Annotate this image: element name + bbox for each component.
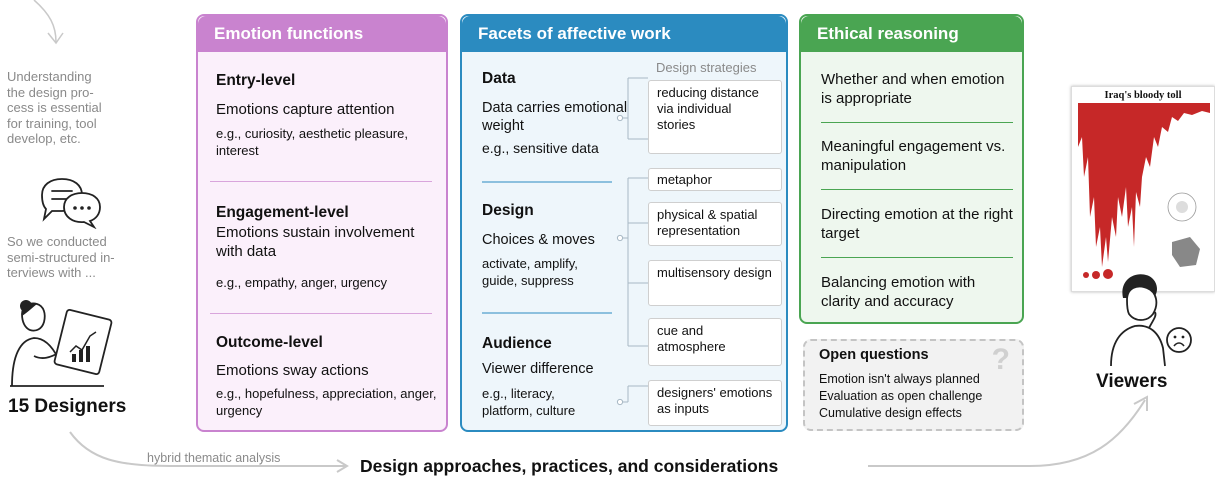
entry-level-title: Entry-level bbox=[216, 72, 296, 89]
open-questions-list: Emotion isn't always planned Evaluation … bbox=[819, 371, 982, 422]
outcome-level-title: Outcome-level bbox=[216, 334, 323, 351]
design-strategies-label: Design strategies bbox=[656, 60, 757, 75]
facets-panel: Facets of affective work Design strategi… bbox=[460, 14, 788, 432]
emotion-functions-panel: Emotion functions Entry-level Emotions c… bbox=[196, 14, 448, 432]
emotion-functions-header: Emotion functions bbox=[198, 16, 446, 52]
strategy-box: reducing distance via individual stories bbox=[648, 80, 782, 154]
strategy-box: cue and atmosphere bbox=[648, 318, 782, 366]
outcome-label: Design approaches, practices, and consid… bbox=[360, 456, 779, 476]
thumbnail-drip-chart bbox=[1078, 103, 1210, 279]
design-facet-moves: activate, amplify, guide, suppress bbox=[482, 256, 578, 288]
ethics-item: Directing emotion at the right target bbox=[821, 206, 1013, 242]
thumbnail-title: Iraq's bloody toll bbox=[1104, 90, 1182, 101]
question-mark-icon: ? bbox=[991, 343, 1010, 376]
chat-bubbles-icon bbox=[41, 178, 101, 229]
top-entry-arrow bbox=[33, 0, 57, 43]
audience-facet-title: Audience bbox=[482, 335, 552, 352]
ethics-item: Whether and when emotion is appropriate bbox=[821, 71, 1005, 107]
viewer-illustration bbox=[1110, 274, 1192, 367]
divider bbox=[821, 122, 1013, 123]
open-question-item: Emotion isn't always planned bbox=[819, 372, 980, 386]
open-question-item: Evaluation as open challenge bbox=[819, 389, 983, 403]
facets-header: Facets of affective work bbox=[462, 16, 786, 52]
data-facet-example: e.g., sensitive data bbox=[482, 140, 599, 156]
ethical-reasoning-header: Ethical reasoning bbox=[801, 16, 1022, 52]
divider bbox=[821, 189, 1013, 190]
designer-illustration bbox=[10, 300, 113, 387]
design-facet-title: Design bbox=[482, 202, 534, 219]
viewers-label: Viewers bbox=[1096, 371, 1168, 392]
entry-level-examples: e.g., curiosity, aesthetic pleasure, int… bbox=[216, 126, 408, 158]
open-questions-box: Open questions ? Emotion isn't always pl… bbox=[803, 339, 1024, 431]
outcome-level-desc: Emotions sway actions bbox=[216, 362, 369, 379]
ethics-item: Meaningful engagement vs. manipulation bbox=[821, 138, 1006, 174]
data-facet-title: Data bbox=[482, 70, 516, 87]
designers-label: 15 Designers bbox=[8, 396, 127, 417]
divider bbox=[821, 257, 1013, 258]
entry-level-desc: Emotions capture attention bbox=[216, 101, 395, 118]
design-facet-desc: Choices & moves bbox=[482, 232, 595, 248]
method-label: hybrid thematic analysis bbox=[147, 451, 281, 465]
audience-facet-example: e.g., literacy, platform, culture bbox=[482, 386, 576, 418]
strategy-connectors bbox=[482, 77, 648, 406]
divider bbox=[210, 313, 432, 314]
chart-thumbnail: Iraq's bloody toll bbox=[1071, 86, 1215, 292]
divider bbox=[210, 181, 432, 182]
strategy-box: designers' emotions as inputs bbox=[648, 380, 782, 426]
open-question-item: Cumulative design effects bbox=[819, 406, 962, 420]
engagement-level-examples: e.g., empathy, anger, urgency bbox=[216, 275, 388, 290]
strategy-box: metaphor bbox=[648, 168, 782, 191]
strategy-box: multisensory design bbox=[648, 260, 782, 306]
data-facet-desc: Data carries emotional weight bbox=[482, 100, 628, 134]
open-questions-title: Open questions bbox=[819, 347, 929, 363]
ethical-reasoning-panel: Ethical reasoning Whether and when emoti… bbox=[799, 14, 1024, 324]
engagement-level-title: Engagement-level bbox=[216, 204, 349, 221]
ethics-item: Balancing emotion with clarity and accur… bbox=[821, 274, 976, 310]
engagement-level-desc: Emotions sustain involvement with data bbox=[216, 224, 415, 260]
outcome-level-examples: e.g., hopefulness, appreciation, anger, … bbox=[216, 386, 437, 418]
strategy-box: physical & spatial representation bbox=[648, 202, 782, 246]
viewers-flow-arrow bbox=[868, 399, 1146, 467]
bottom-flow-arrow bbox=[69, 431, 345, 467]
audience-facet-desc: Viewer difference bbox=[482, 361, 594, 377]
intro-text: Understanding the design pro- cess is es… bbox=[7, 69, 102, 146]
interview-text: So we conducted semi-structured in- terv… bbox=[7, 234, 115, 280]
